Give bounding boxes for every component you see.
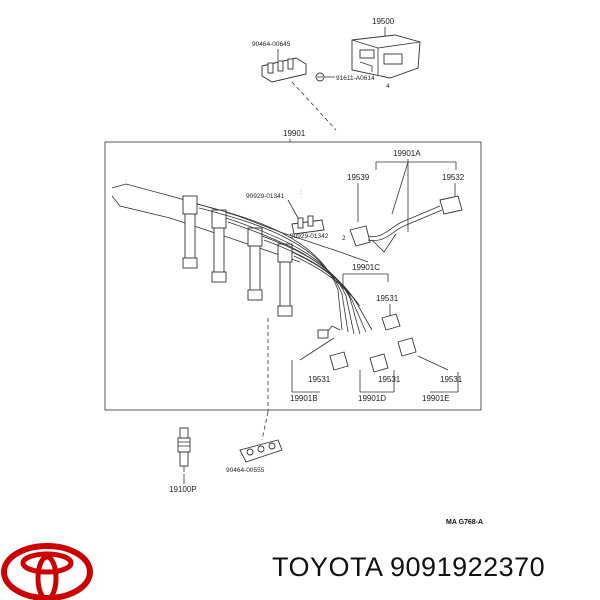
label-19100p: 19100P — [169, 485, 197, 494]
label-marker-2: 2 — [342, 235, 346, 242]
brand-part-number: TOYOTA 9091922370 — [272, 552, 546, 582]
label-19539: 19539 — [347, 173, 370, 182]
terminal-cap-upper — [381, 313, 401, 331]
label-19531-e: 19531 — [440, 375, 463, 384]
terminal-cap-d — [369, 353, 389, 373]
label-19531-d: 19531 — [378, 375, 401, 384]
ignition-coil — [351, 34, 421, 79]
dashed-guide-top — [291, 81, 337, 131]
label-90929-01341: 90929-01341 — [246, 193, 285, 200]
label-91611-a0614: 91611-A0614 — [336, 75, 375, 82]
label-19901b: 19901B — [290, 394, 318, 403]
label-coil-marker: 4 — [386, 83, 390, 90]
label-19531-b: 19531 — [308, 375, 331, 384]
label-19901: 19901 — [283, 129, 306, 138]
label-19901e: 19901E — [422, 394, 450, 403]
label-19901a: 19901A — [393, 149, 421, 158]
plug-boot-1 — [182, 195, 198, 269]
label-19531-upper: 19531 — [376, 294, 399, 303]
diagram-ref-code: MA G768-A — [446, 519, 483, 526]
wire-clamp — [291, 215, 325, 235]
assembly-frame — [104, 141, 482, 411]
wire-bracket-bottom — [239, 439, 283, 463]
label-19500: 19500 — [372, 17, 395, 26]
label-90464-00645: 90464-00645 — [252, 41, 291, 48]
label-19532: 19532 — [442, 173, 465, 182]
terminal-cap-b — [329, 351, 349, 371]
label-19901d: 19901D — [358, 394, 386, 403]
plug-boot-4 — [277, 243, 293, 317]
terminal-cap-e — [397, 337, 417, 357]
wire-bracket-top — [261, 57, 307, 83]
label-19901c: 19901C — [352, 263, 380, 272]
ignition-wires — [196, 203, 373, 339]
label-90929-01342: 90929-01342 — [290, 233, 329, 240]
label-90464-00555: 90464-00555 — [226, 467, 265, 474]
coil-lead-wire — [349, 195, 463, 253]
plug-boot-2 — [211, 209, 227, 283]
spark-plug-icon — [177, 427, 191, 472]
plug-boot-3 — [247, 227, 263, 301]
svg-text::: : — [300, 189, 302, 196]
toyota-logo — [1, 543, 93, 600]
